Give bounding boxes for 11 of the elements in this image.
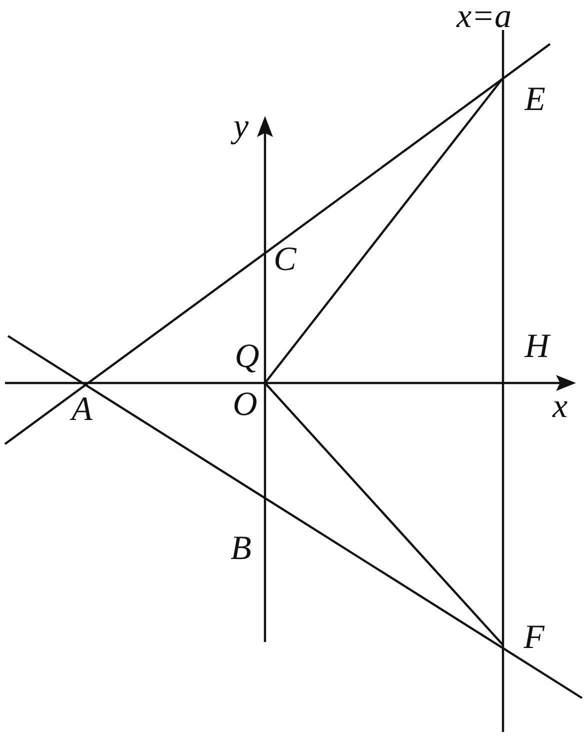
line-label: x=a — [456, 0, 512, 34]
point-label: C — [274, 243, 296, 277]
point-label: F — [524, 621, 544, 655]
point-label: O — [232, 388, 258, 422]
axis-label: y — [233, 110, 249, 144]
point-label: H — [524, 330, 550, 364]
point-label: E — [524, 83, 546, 117]
point-label: Q — [234, 340, 260, 374]
axis-label: x — [552, 390, 568, 424]
point-label: B — [230, 532, 252, 566]
point-label: A — [72, 393, 92, 427]
